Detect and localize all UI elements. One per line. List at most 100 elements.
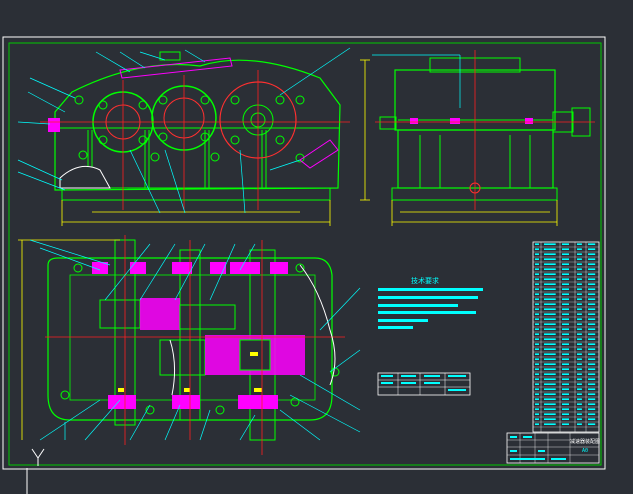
front-dimensions — [61, 59, 370, 226]
parts-list-cell-text — [588, 388, 596, 390]
parts-list-cell-text — [535, 253, 539, 255]
parts-list-cell-text — [588, 313, 596, 315]
parts-list-cell-text — [577, 253, 582, 255]
parts-list-cell-text — [535, 298, 539, 300]
parts-list-cell-text — [544, 278, 556, 280]
parts-list-cell-text — [535, 413, 539, 415]
parts-list-cell-text — [562, 348, 569, 350]
side-hatch-a — [410, 118, 418, 124]
parts-list-cell-text — [577, 338, 582, 340]
parts-list-cell-text — [535, 288, 539, 290]
section-bearing-balls — [118, 352, 262, 392]
parts-list-cell-text — [535, 258, 539, 260]
parts-list-cell-text — [577, 423, 582, 425]
parts-list-cell-text — [562, 413, 569, 415]
parts-list-cell-text — [577, 243, 582, 245]
parts-list-cell-text — [562, 338, 569, 340]
parts-list-cell-text — [588, 253, 596, 255]
parts-list-cell-text — [577, 408, 582, 410]
parts-list-cell-text — [535, 328, 539, 330]
parts-list-cell-text — [544, 383, 556, 385]
parts-list-cell-text — [577, 323, 582, 325]
parts-list-cell-text — [535, 383, 539, 385]
parts-list-cell-text — [562, 268, 569, 270]
parts-list-cell-text — [535, 323, 539, 325]
parts-list-cell-text — [562, 378, 569, 380]
front-view[interactable] — [17, 47, 370, 226]
parts-list-cell-text — [544, 413, 556, 415]
parts-list-cell-text — [535, 408, 539, 410]
parts-list-cell-text — [544, 348, 556, 350]
parts-list-cell-text — [588, 373, 596, 375]
left-flange-hatch — [48, 118, 60, 132]
front-base — [61, 187, 331, 201]
parts-list-cell-text — [535, 403, 539, 405]
parts-list-cell-text — [577, 283, 582, 285]
parts-list-cell-text — [535, 373, 539, 375]
parts-list-cell-text — [577, 318, 582, 320]
drain-plug-section — [59, 165, 111, 189]
section-break-line — [299, 264, 336, 386]
parts-list-cell-text — [544, 388, 556, 390]
parts-list-cell-text — [544, 253, 556, 255]
parts-list-cell-text — [544, 408, 556, 410]
parts-list-cell-text — [577, 373, 582, 375]
side-hatch-c — [525, 118, 533, 124]
parts-list-cell-text — [562, 278, 569, 280]
parts-list-cell-text — [544, 268, 556, 270]
section-centerlines — [45, 235, 345, 455]
parts-list-cell-text — [577, 333, 582, 335]
parts-list-cell-text — [588, 418, 596, 420]
front-centerlines — [40, 70, 350, 210]
parts-list-cell-text — [577, 273, 582, 275]
technical-notes: 技术要求 — [378, 276, 483, 329]
parts-list-cell-text — [535, 283, 539, 285]
parts-list-cell-text — [535, 313, 539, 315]
parts-list-cell-text — [544, 328, 556, 330]
parts-list-cell-text — [544, 363, 556, 365]
parts-list-cell-text — [562, 353, 569, 355]
parts-list-cell-text — [544, 373, 556, 375]
parts-list-cell-text — [544, 298, 556, 300]
parts-list-cell-text — [577, 388, 582, 390]
parts-list-cell-text — [562, 358, 569, 360]
parts-list-cell-text — [577, 298, 582, 300]
parts-list-cell-text — [562, 418, 569, 420]
parts-list-cell-text — [577, 268, 582, 270]
parts-list-cell-text — [562, 363, 569, 365]
parts-list-cell-text — [562, 423, 569, 425]
parts-list-cell-text — [577, 263, 582, 265]
parts-list-cell-text — [535, 358, 539, 360]
parts-list-cell-text — [562, 263, 569, 265]
parts-list-cell-text — [562, 373, 569, 375]
parts-list-cell-text — [588, 303, 596, 305]
parts-list-cell-text — [588, 263, 596, 265]
vent-cap — [159, 51, 181, 61]
parts-list-cell-text — [588, 393, 596, 395]
section-view[interactable] — [18, 235, 361, 455]
parts-list-cell-text — [535, 398, 539, 400]
parts-list-cell-text — [535, 318, 539, 320]
parts-list-cell-text — [577, 303, 582, 305]
parts-list-cell-text — [588, 308, 596, 310]
parts-list-cell-text — [588, 363, 596, 365]
parts-list-cell-text — [535, 308, 539, 310]
parts-list-cell-text — [588, 328, 596, 330]
parts-list-cell-text — [588, 358, 596, 360]
parts-list-cell-text — [544, 258, 556, 260]
parts-list-cell-text — [588, 353, 596, 355]
parts-list-cell-text — [562, 368, 569, 370]
parts-list-cell-text — [562, 248, 569, 250]
parts-list-cell-text — [535, 273, 539, 275]
parts-list-cell-text — [588, 408, 596, 410]
parts-list-cell-text — [562, 393, 569, 395]
parts-list-cell-text — [535, 268, 539, 270]
parts-list-cell-text — [562, 283, 569, 285]
parts-list-cell-text — [588, 368, 596, 370]
side-view[interactable] — [372, 50, 595, 226]
parts-list-cell-text — [577, 398, 582, 400]
parts-list-cell-text — [544, 263, 556, 265]
parts-list-cell-text — [562, 293, 569, 295]
parts-list — [532, 241, 600, 433]
